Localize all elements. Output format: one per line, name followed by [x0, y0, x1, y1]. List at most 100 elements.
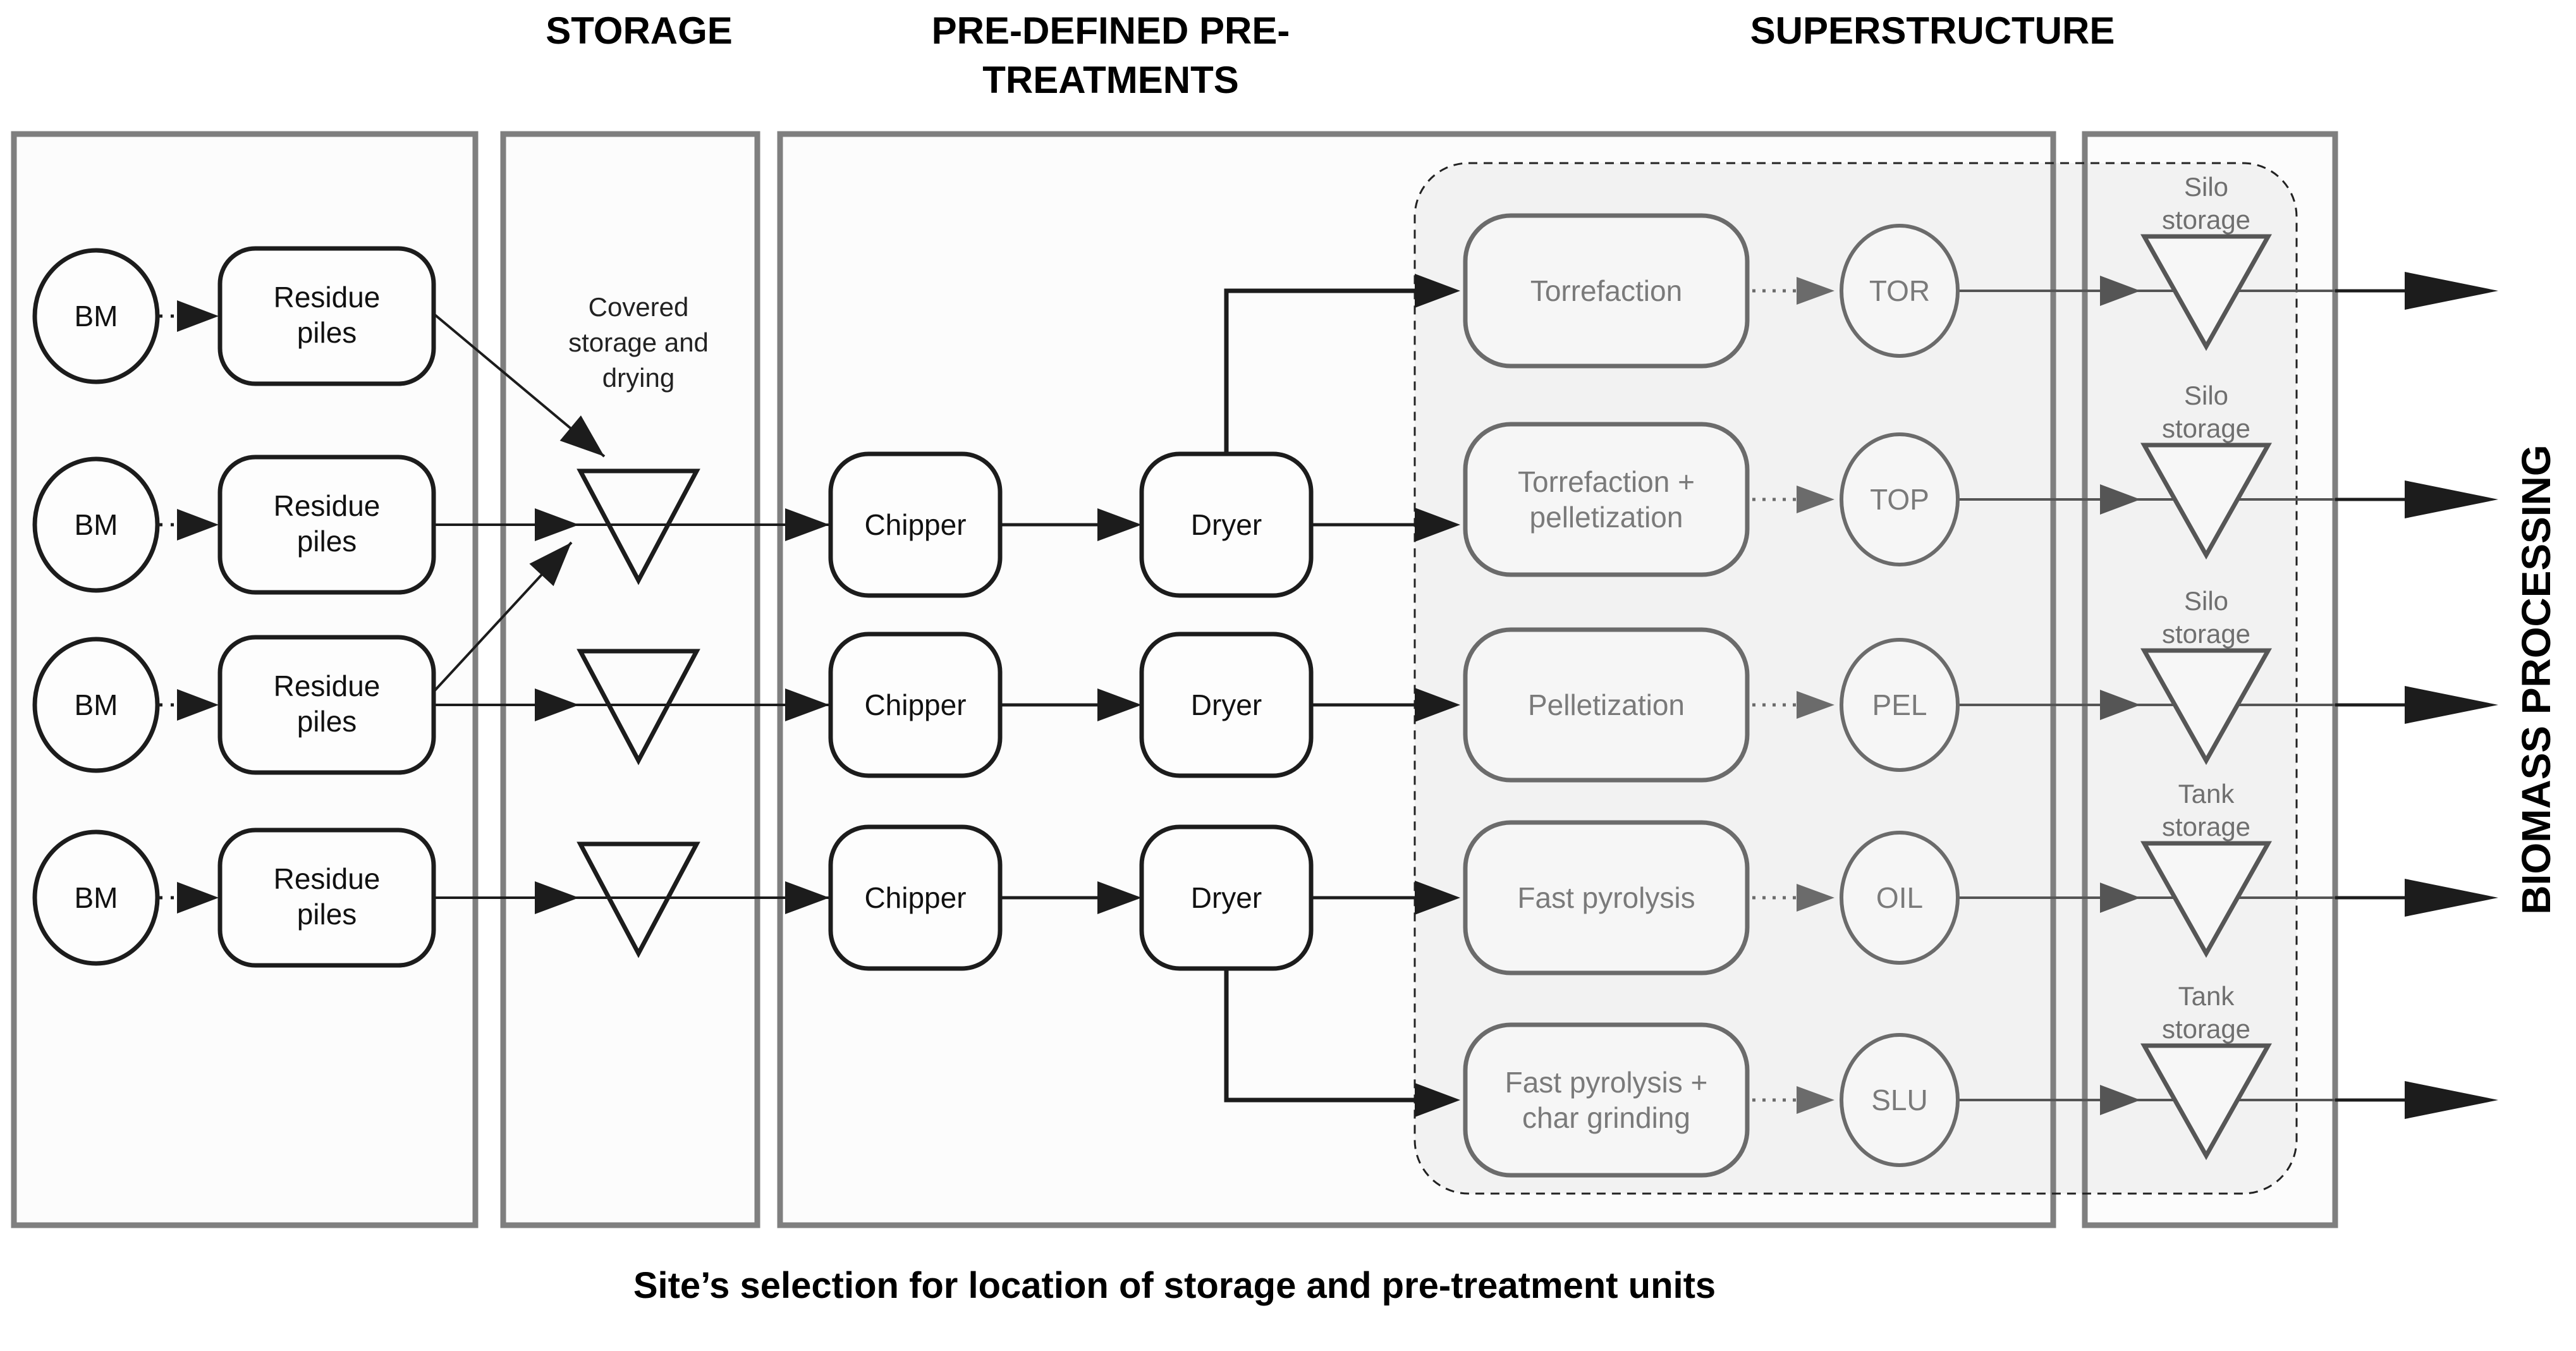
panel-pretreatments-border — [777, 131, 2056, 1228]
process-node — [1463, 1022, 1750, 1178]
connectors — [159, 272, 2498, 1119]
arrowhead-icon — [785, 508, 829, 541]
dryer-label: Dryer — [1191, 881, 1262, 914]
pretreatment-row-3: Chipper Dryer — [828, 824, 1314, 971]
final-storage-triangle-icon — [2140, 648, 2272, 766]
final-storage-label-line1: Tank — [2178, 779, 2235, 809]
arrowhead-icon — [1415, 274, 1460, 308]
process-label-line2: char grinding — [1522, 1101, 1690, 1134]
arrowhead-icon — [1097, 881, 1142, 914]
residue-piles-label-line2: piles — [297, 525, 357, 558]
product-code-node — [1840, 432, 1960, 566]
superstructure-path-top: Torrefaction +pelletizationTOPSilostorag… — [1463, 381, 2272, 577]
bm-source-node — [32, 637, 160, 773]
product-code-label: PEL — [1872, 688, 1927, 721]
arrowhead-icon — [785, 881, 829, 914]
bm-source-node — [32, 829, 160, 966]
nodes: BMResiduepilesBMResiduepilesBMResiduepil… — [32, 172, 2272, 1178]
storage-note-line2: storage and — [568, 327, 709, 357]
residue-piles-label-line1: Residue — [274, 281, 381, 314]
chipper-node — [828, 824, 1003, 971]
process-label-line2: pelletization — [1530, 501, 1683, 534]
arrowhead-icon — [1415, 881, 1460, 915]
chipper-label: Chipper — [864, 688, 966, 721]
chipper-label: Chipper — [864, 508, 966, 541]
process-label: Pelletization — [1528, 688, 1685, 721]
arrowhead-icon — [535, 881, 579, 914]
final-storage-triangle-icon — [2140, 443, 2272, 560]
arrowhead-icon — [1415, 508, 1460, 542]
superstructure-region-outline — [1413, 162, 2298, 1195]
process-node — [1463, 820, 1750, 975]
dryer-node — [1139, 451, 1314, 598]
exit-arrowhead-row1 — [2405, 272, 2498, 310]
process-label: Fast pyrolysis — [1517, 881, 1695, 914]
final-storage-triangle-icon — [2140, 841, 2272, 958]
process-label-line1: Fast pyrolysis + — [1505, 1066, 1708, 1099]
exit-arrowhead-row5 — [2405, 1081, 2498, 1119]
storage-triangle-icon-2 — [577, 649, 700, 766]
exit-arrowhead-row2 — [2405, 480, 2498, 518]
arrowhead-icon — [1797, 691, 1834, 719]
exit-arrowhead-row4 — [2405, 879, 2498, 917]
figure-caption: Site’s selection for location of storage… — [633, 1265, 1716, 1306]
final-storage-label-line2: storage — [2162, 413, 2250, 443]
column-header-storage: STORAGE — [546, 9, 733, 52]
product-code-node — [1840, 224, 1960, 358]
process-node — [1463, 213, 1750, 369]
product-code-label: TOP — [1870, 483, 1929, 516]
process-node — [1463, 422, 1750, 577]
residue-piles-label-line1: Residue — [274, 669, 381, 702]
residue-piles-label-line2: piles — [297, 705, 357, 738]
vertical-axis-label: BIOMASS PROCESSING — [2513, 444, 2559, 915]
storage-triangle-icon-1 — [577, 468, 700, 585]
residue-piles-label-line2: piles — [297, 898, 357, 931]
pretreatment-row-1: Chipper Dryer — [828, 451, 1314, 598]
bm-source-label: BM — [75, 688, 118, 721]
dryer-node — [1139, 632, 1314, 778]
residue-piles-node — [217, 246, 436, 386]
bm-source-label: BM — [75, 508, 118, 541]
dryer-node — [1139, 824, 1314, 971]
arrowhead-icon — [1797, 277, 1834, 305]
final-storage-triangle-icon — [2140, 234, 2272, 352]
arrowhead-icon — [1797, 486, 1834, 513]
arrowhead-icon — [2100, 276, 2140, 306]
storage-triangle-icon-3 — [577, 841, 700, 958]
arrowhead-icon — [535, 688, 579, 721]
dryer3-slu-elbow — [1224, 969, 1454, 1103]
panel-storage-fill — [503, 134, 757, 1225]
dryer-label: Dryer — [1191, 508, 1262, 541]
panel-storage-border — [500, 131, 760, 1228]
arrowhead-icon — [2100, 883, 2140, 913]
chipper-node — [828, 451, 1003, 598]
storage-note-line1: Covered — [589, 292, 689, 322]
process-node — [1463, 627, 1750, 783]
final-storage-label-line2: storage — [2162, 812, 2250, 841]
arrowhead-icon — [1097, 688, 1142, 721]
product-code-label: SLU — [1871, 1084, 1927, 1116]
chipper-label: Chipper — [864, 881, 966, 914]
panel-borders — [11, 131, 2338, 1228]
residue-piles-node — [217, 635, 436, 775]
final-storage-label-line2: storage — [2162, 1014, 2250, 1044]
product-code-node — [1840, 1033, 1960, 1167]
panel-final-storage-border — [2082, 131, 2338, 1228]
arrowhead-icon — [535, 508, 579, 541]
product-code-label: OIL — [1876, 881, 1923, 914]
superstructure-path-slu: Fast pyrolysis +char grindingSLUTankstor… — [1463, 981, 2272, 1178]
residue-piles-label-line1: Residue — [274, 862, 381, 895]
arrowhead-icon — [1415, 688, 1460, 722]
final-storage-label-line1: Silo — [2184, 586, 2228, 616]
chipper-node — [828, 632, 1003, 778]
arrowhead-icon — [177, 300, 219, 332]
arrowhead-icon — [1415, 1083, 1460, 1117]
bm-source-node — [32, 248, 160, 384]
